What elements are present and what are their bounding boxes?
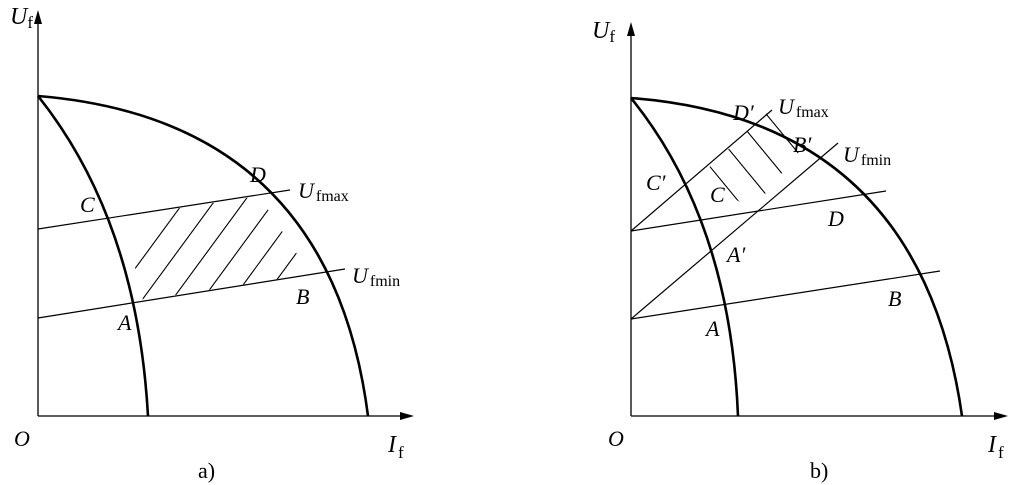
panel-a-inner-curve [36,95,150,417]
panel-b-inner-curve [629,97,740,417]
panel-a-y-axis-label: Uf [10,4,33,32]
panel-b-caption: b) [810,458,828,483]
panel-b-point-b: B [888,286,901,311]
panel-b-ufmin-line [630,142,839,320]
panel-a-x-arrow-icon [400,412,414,420]
panel-b-y-axis-label: Uf [592,18,615,46]
panel-b-point-d-prime: D′ [732,100,755,125]
panel-a-hatched-region [120,196,310,300]
panel-b-point-a-prime: A′ [725,242,746,267]
panel-b-outer-curve [630,96,964,417]
panel-b-point-a: A [704,316,720,341]
panel-a-caption: a) [198,458,215,483]
panel-a-origin-label: O [14,426,30,451]
panel-a-point-b: B [296,284,309,309]
panel-b-x-arrow-icon [994,412,1008,420]
panel-b-point-c-prime: C′ [646,170,667,195]
panel-b-lower-line [630,270,941,320]
panel-a-outer-curve [37,94,370,417]
panel-b-ufmax-line [630,109,773,232]
panel-b-point-d: D [827,206,844,231]
panel-b-origin-label: O [608,426,624,451]
panel-a-point-a: A [116,310,132,335]
panel-a-ufmin-line [37,268,346,319]
panel-a-ufmax-line [37,189,291,230]
panel-b-point-c: C [710,182,725,207]
panel-a-point-c: C [80,192,95,217]
panel-a-point-d: D [249,162,266,187]
panel-b-point-b-prime: B′ [793,132,812,157]
panel-b-y-arrow-icon [627,22,635,36]
panel-a-y-arrow-icon [34,10,42,24]
